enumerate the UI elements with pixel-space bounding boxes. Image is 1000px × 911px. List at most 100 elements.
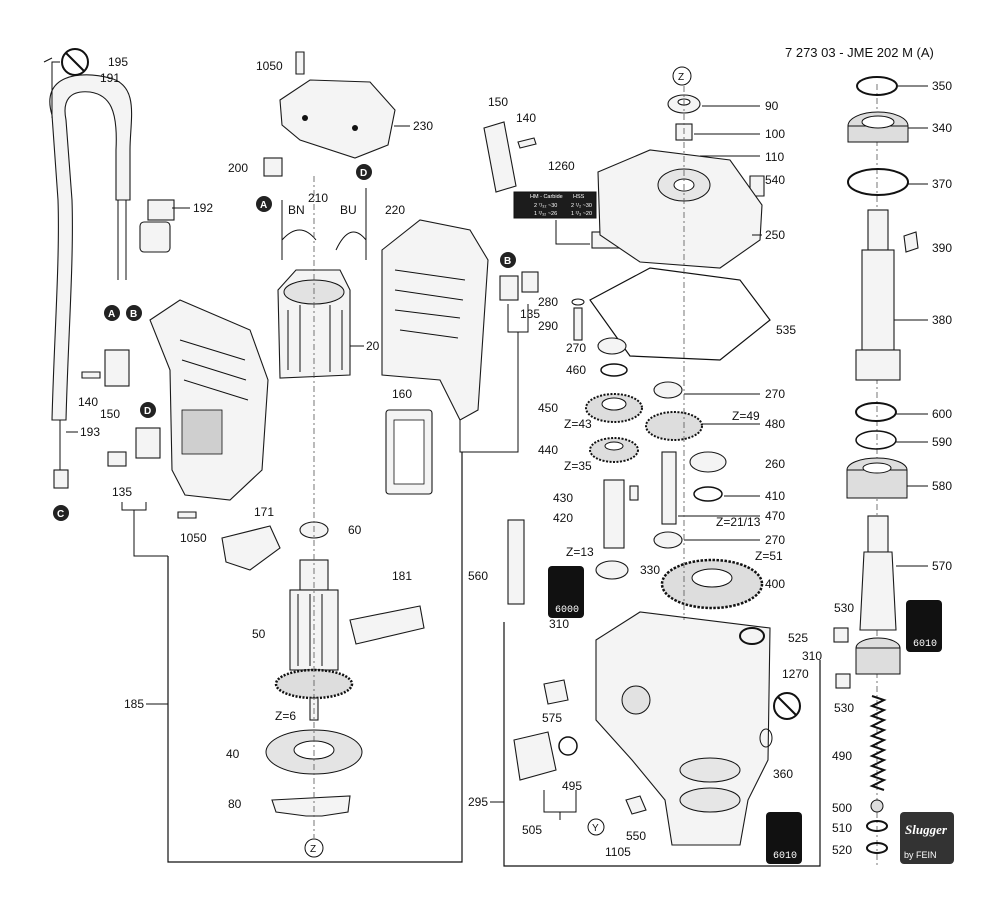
label-195: 195 [108,55,128,69]
label-530-b: 530 [834,701,854,715]
marker-d-top: D [356,164,372,180]
bearing-330 [595,560,629,580]
label-90: 90 [765,99,779,113]
label-410: 410 [765,489,785,503]
label-260: 260 [765,457,785,471]
svg-text:C: C [57,509,64,520]
bearing-580 [846,457,908,499]
screw-530-a [833,627,849,643]
marker-z-bottom: Z [304,838,324,858]
shaft-470 [661,451,677,525]
plug-575 [543,679,569,705]
marker-b-left: B [126,305,142,321]
label-280: 280 [538,295,558,309]
label-1050-left: 1050 [180,531,207,545]
label-560: 560 [468,569,488,583]
teeth-z51: Z=51 [755,549,783,563]
marker-c: C [53,505,69,521]
screw-1050-left [177,511,197,519]
grease-badge-6000: 6000 [548,566,584,618]
brand-logo: Slugger by FEIN [900,812,954,864]
wire-bu: BU [340,203,357,217]
label-20: 20 [366,339,380,353]
marker-a-top: A [256,196,272,212]
label-390: 390 [932,241,952,255]
gear-440 [589,437,639,463]
label-310-a: 310 [549,617,569,631]
washer-510 [866,820,888,832]
label-440: 440 [538,443,558,457]
svg-text:D: D [360,168,367,179]
label-1270: 1270 [782,667,809,681]
svg-text:D: D [144,406,151,417]
label-380: 380 [932,313,952,327]
ring-600 [855,402,897,422]
label-580: 580 [932,479,952,493]
label-181: 181 [392,569,412,583]
svg-text:B: B [504,256,511,267]
spindle-380 [855,209,901,381]
svg-text:2 ⁷/₃₂ ~30: 2 ⁷/₃₂ ~30 [534,202,557,209]
bit-size-table: HM - Carbide HSS 2 ⁷/₃₂ ~30 2 ¹/₂ ~30 1 … [513,191,597,219]
svg-text:B: B [130,309,137,320]
svg-text:1 ²/₃ ~20: 1 ²/₃ ~20 [571,211,592,217]
bearing-270-a [597,337,627,355]
label-40: 40 [226,747,240,761]
label-150-left: 150 [100,407,120,421]
label-540: 540 [765,173,785,187]
gear-450 [585,393,643,423]
screw-1050-top [295,51,305,75]
washer-280 [571,298,585,306]
bearing-270-c [653,531,683,549]
group-box-185 [167,452,463,863]
label-350: 350 [932,79,952,93]
label-535: 535 [776,323,796,337]
screw-290 [573,307,583,341]
cover-plate-150 [104,349,130,387]
label-80: 80 [228,797,242,811]
svg-text:Slugger: Slugger [905,822,948,837]
circlip-370 [847,168,909,196]
no-reuse-icon [61,48,89,76]
label-340: 340 [932,121,952,135]
label-50: 50 [252,627,266,641]
label-250: 250 [765,228,785,242]
svg-text:HSS: HSS [573,194,585,200]
teeth-z6: Z=6 [275,709,296,723]
svg-text:1 ²/₃₂ ~26: 1 ²/₃₂ ~26 [534,211,557,217]
svg-text:by FEIN: by FEIN [904,850,937,860]
screw-140 [81,371,101,379]
cable-hose [49,74,133,421]
label-193: 193 [80,425,100,439]
label-550: 550 [626,829,646,843]
label-140-left: 140 [78,395,98,409]
label-230: 230 [413,119,433,133]
label-330: 330 [640,563,660,577]
housing-half-right [381,219,489,421]
svg-text:Y: Y [592,823,599,834]
fitting-550 [625,795,647,815]
label-460: 460 [566,363,586,377]
label-525: 525 [788,631,808,645]
screw-530-b [835,673,851,689]
label-360: 360 [773,767,793,781]
bearing-260 [689,451,727,473]
carbon-brush-200 [263,157,283,177]
label-1050-top: 1050 [256,59,283,73]
label-450: 450 [538,401,558,415]
label-200: 200 [228,161,248,175]
spring-490 [869,695,887,791]
tool-holder-570 [855,515,901,675]
key-390 [903,231,919,253]
label-295: 295 [468,795,488,809]
marker-b-right: B [500,252,516,268]
label-270-b: 270 [765,387,785,401]
switch-holder [135,427,161,459]
label-500: 500 [832,801,852,815]
label-290: 290 [538,319,558,333]
marker-z-top: Z [672,66,692,86]
bearing-340 [847,111,909,143]
cable-clamp [147,199,175,221]
label-400: 400 [765,577,785,591]
group-box-295 [503,622,821,867]
